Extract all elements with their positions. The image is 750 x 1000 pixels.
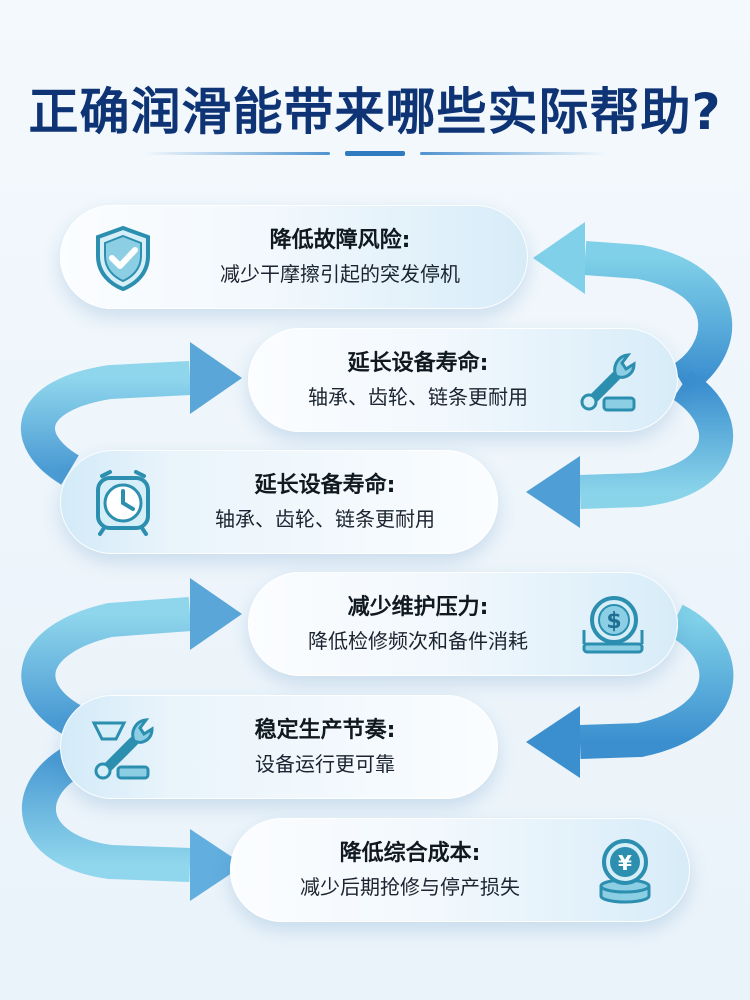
page-title: 正确润滑能带来哪些实际帮助? [28, 83, 722, 141]
benefit-desc: 轴承、齿轮、链条更耐用 [308, 385, 528, 409]
arrow-right-upper [533, 222, 733, 395]
yen-coins-icon: ¥ [599, 839, 651, 904]
benefit-heading: 稳定生产节奏: [254, 718, 396, 743]
benefit-card-6: 降低综合成本: 减少后期抢修与停产损失 ¥ [230, 818, 690, 922]
benefit-heading: 降低综合成本: [339, 841, 481, 866]
arrow-left-middle [21, 578, 242, 735]
benefit-heading: 减少维护压力: [347, 595, 489, 620]
svg-text:$: $ [606, 609, 621, 634]
benefit-card-5: 稳定生产节奏: 设备运行更可靠 [60, 695, 498, 799]
benefit-desc: 设备运行更可靠 [255, 752, 395, 776]
arrow-right-middle [526, 370, 734, 528]
title-divider-center [345, 151, 405, 156]
benefit-card-3: 延长设备寿命: 轴承、齿轮、链条更耐用 [60, 450, 498, 554]
wrench-funnel-icon [91, 718, 154, 780]
dollar-coin-icon: $ [582, 596, 644, 654]
title-divider-right [420, 152, 605, 155]
arrow-right-lower [526, 604, 734, 778]
arrow-left-lower [22, 745, 244, 901]
benefit-desc: 减少后期抢修与停产损失 [300, 875, 520, 899]
wrench-icon [580, 353, 636, 412]
benefit-card-4: 减少维护压力: 降低检修频次和备件消耗 $ [248, 572, 678, 676]
benefit-desc: 轴承、齿轮、链条更耐用 [215, 507, 435, 531]
benefit-card-2: 延长设备寿命: 轴承、齿轮、链条更耐用 [248, 328, 678, 432]
arrow-left-upper [21, 342, 242, 485]
benefit-heading: 延长设备寿命: [347, 351, 489, 376]
title-divider-left [145, 152, 330, 155]
alarm-clock-icon [96, 470, 150, 536]
benefit-desc: 减少干摩擦引起的突发停机 [220, 262, 460, 286]
benefit-desc: 降低检修频次和备件消耗 [308, 629, 528, 653]
shield-check-icon [96, 225, 150, 292]
benefit-card-1: 降低故障风险: 减少干摩擦引起的突发停机 [60, 205, 528, 309]
svg-text:¥: ¥ [618, 851, 632, 875]
benefit-heading: 延长设备寿命: [254, 473, 396, 498]
benefit-heading: 降低故障风险: [269, 228, 411, 253]
